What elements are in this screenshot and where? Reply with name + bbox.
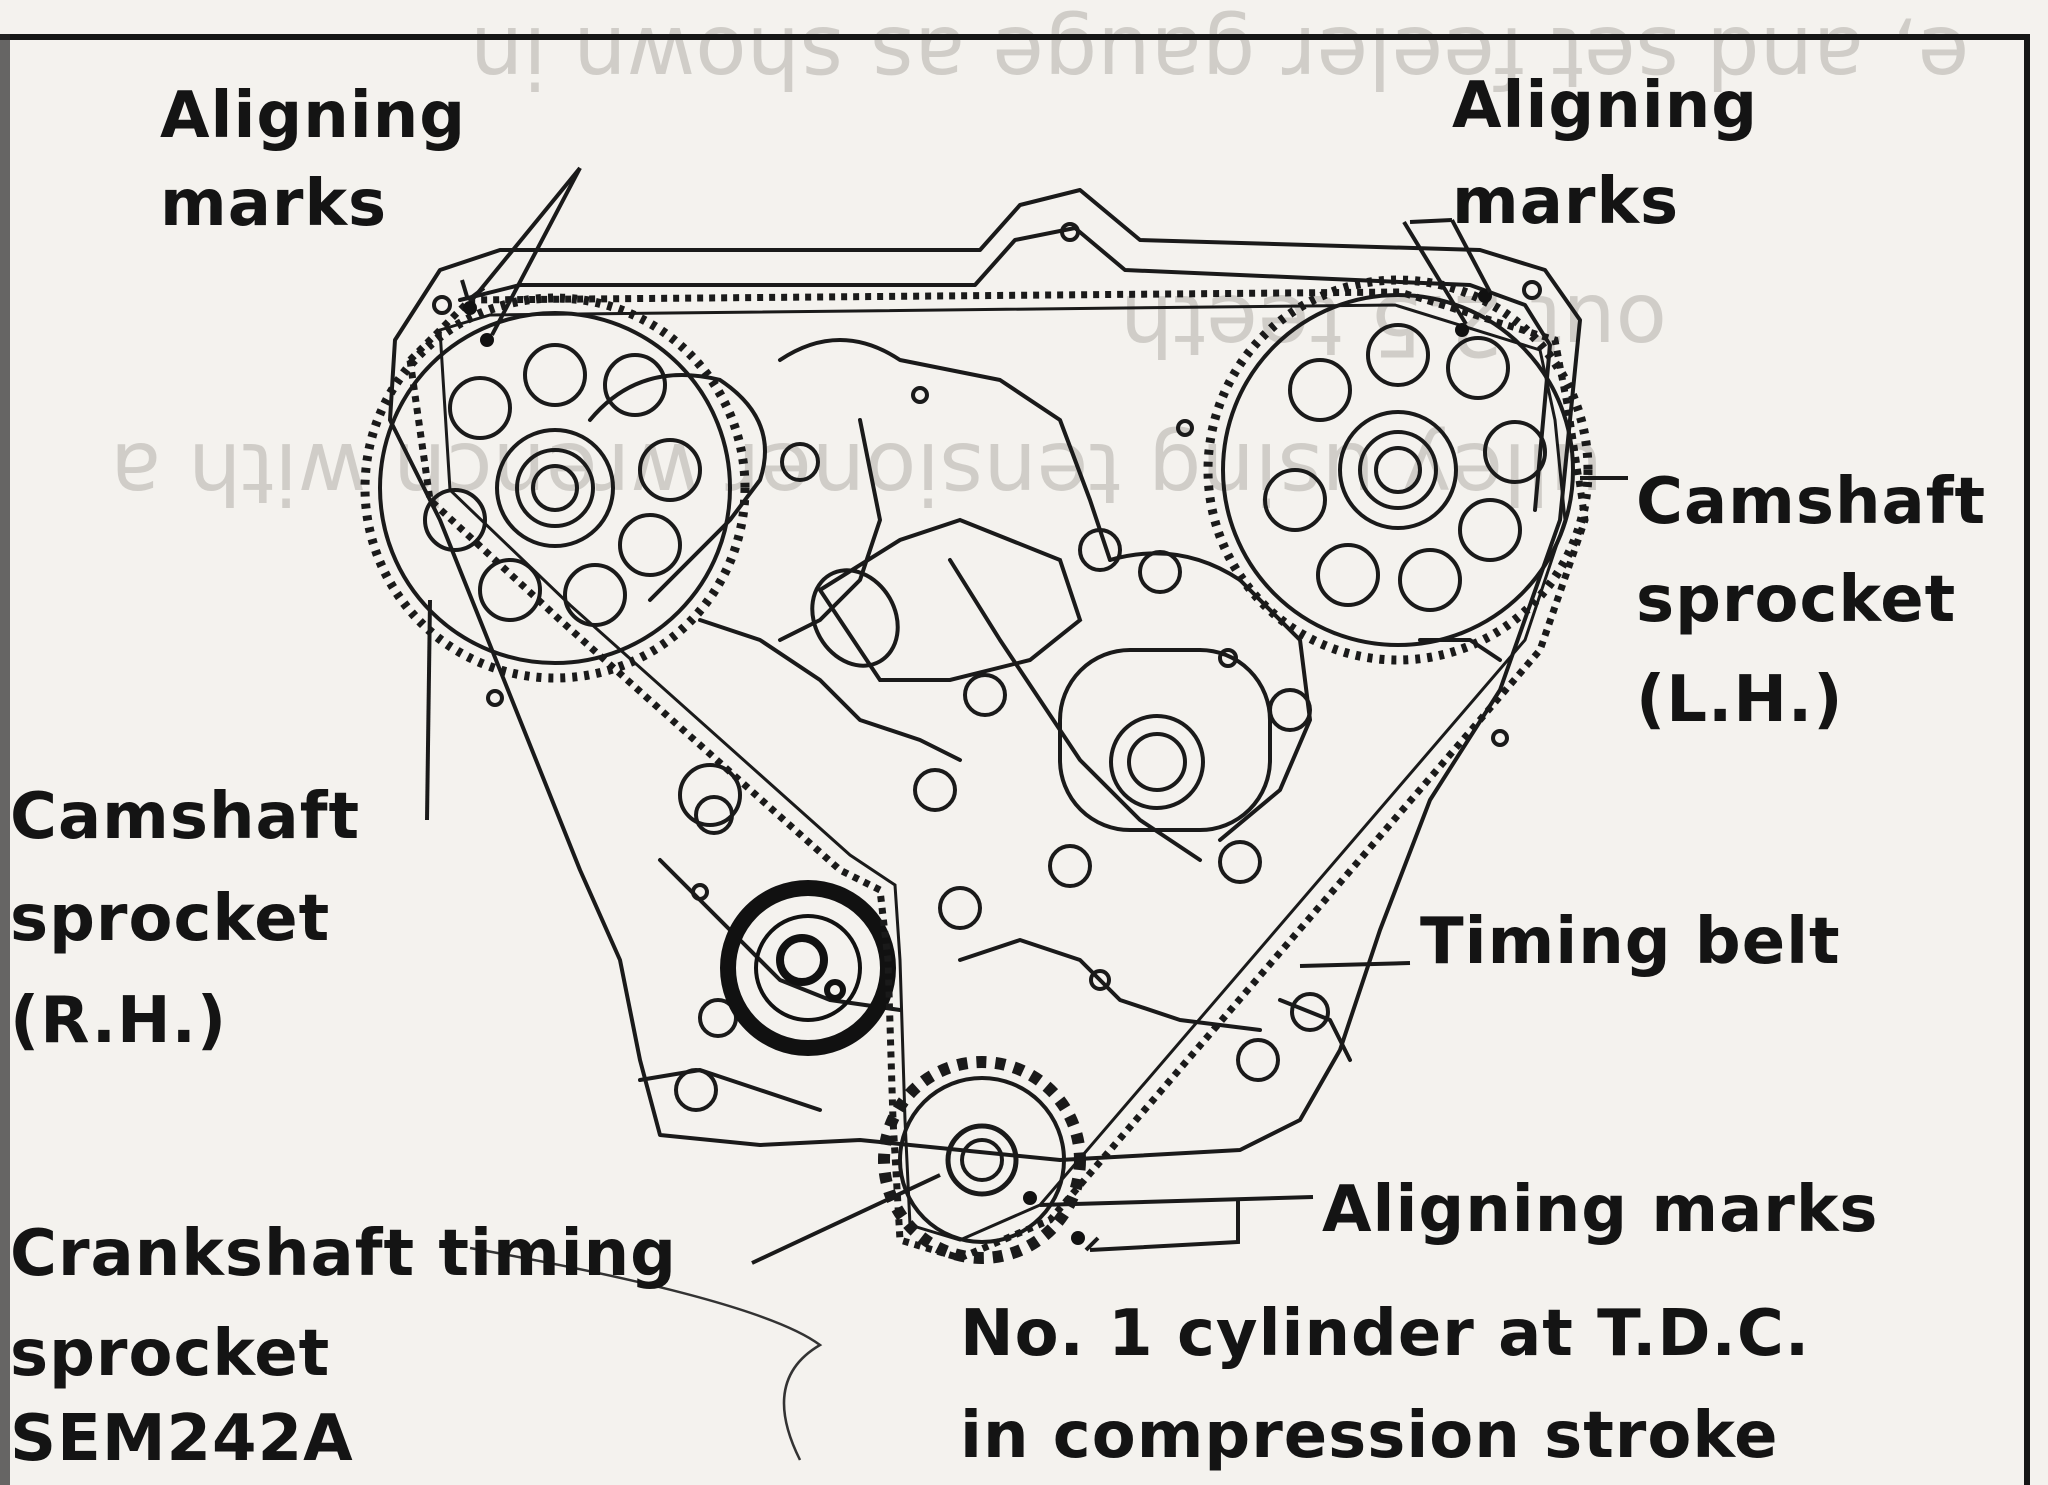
label-camshaft-lh-line3: (L.H.) [1636,663,1844,737]
label-crankshaft-line2: sprocket [10,1317,331,1391]
label-crankshaft-line1: Crankshaft timing [10,1217,677,1291]
aligning-mark-dots [463,289,1492,1245]
bolt-hole [911,386,929,404]
front-cover-outline [388,188,1582,1162]
label-camshaft-rh-line3: (R.H.) [10,984,228,1058]
thermostat-outlet [817,517,1083,682]
bolt-hole [678,763,742,827]
label-camshaft-rh-line2: sprocket [10,882,331,956]
bolt-hole [1138,550,1182,594]
bolt-hole [1218,840,1262,884]
bolt-hole [1522,280,1542,300]
label-aligning-marks-top-right-line2: marks [1452,165,1680,239]
bolt-hole [694,795,734,835]
paper-crease [469,1246,823,1461]
frame-border-top [0,34,2030,40]
label-aligning-marks-bottom: Aligning marks [1322,1173,1879,1247]
bolt-hole [1060,222,1080,242]
figure-code: SEM242A [10,1402,354,1476]
label-tdc-line1: No. 1 cylinder at T.D.C. [960,1297,1811,1371]
bolt-hole [963,673,1007,717]
label-timing-belt: Timing belt [1420,905,1841,979]
bolt-hole [486,689,504,707]
label-camshaft-rh-line1: Camshaft [10,780,361,854]
timing-belt [406,288,1589,1262]
label-aligning-marks-top-left-line1: Aligning [160,79,467,153]
bolt-hole [780,442,820,482]
bolt-hole [1048,844,1092,888]
bolt-hole [913,768,957,812]
label-aligning-marks-top-right-line1: Aligning [1452,69,1759,143]
bolt-hole [1176,419,1194,437]
water-pump-hub [1109,714,1205,810]
bolt-hole [1491,729,1509,747]
leader-lines [425,166,1628,1265]
bolt-hole [1236,1038,1280,1082]
bolt-hole [1078,528,1122,572]
bolt-hole [1290,992,1330,1032]
bolt-hole [691,883,709,901]
page-edge [0,34,10,1485]
bolt-hole [938,886,982,930]
bolt-hole [432,295,452,315]
label-aligning-marks-top-left-line2: marks [160,167,388,241]
bolt-hole [1089,969,1111,991]
frame-border-right [2024,34,2030,1485]
label-camshaft-lh-line2: sprocket [1636,563,1957,637]
bolt-hole [1268,688,1312,732]
label-camshaft-lh-line1: Camshaft [1636,465,1987,539]
tensioner-pulley [720,880,896,1056]
water-pump-housing [1058,648,1272,832]
label-tdc-line2: in compression stroke [960,1399,1779,1473]
bolt-hole [674,1068,718,1112]
